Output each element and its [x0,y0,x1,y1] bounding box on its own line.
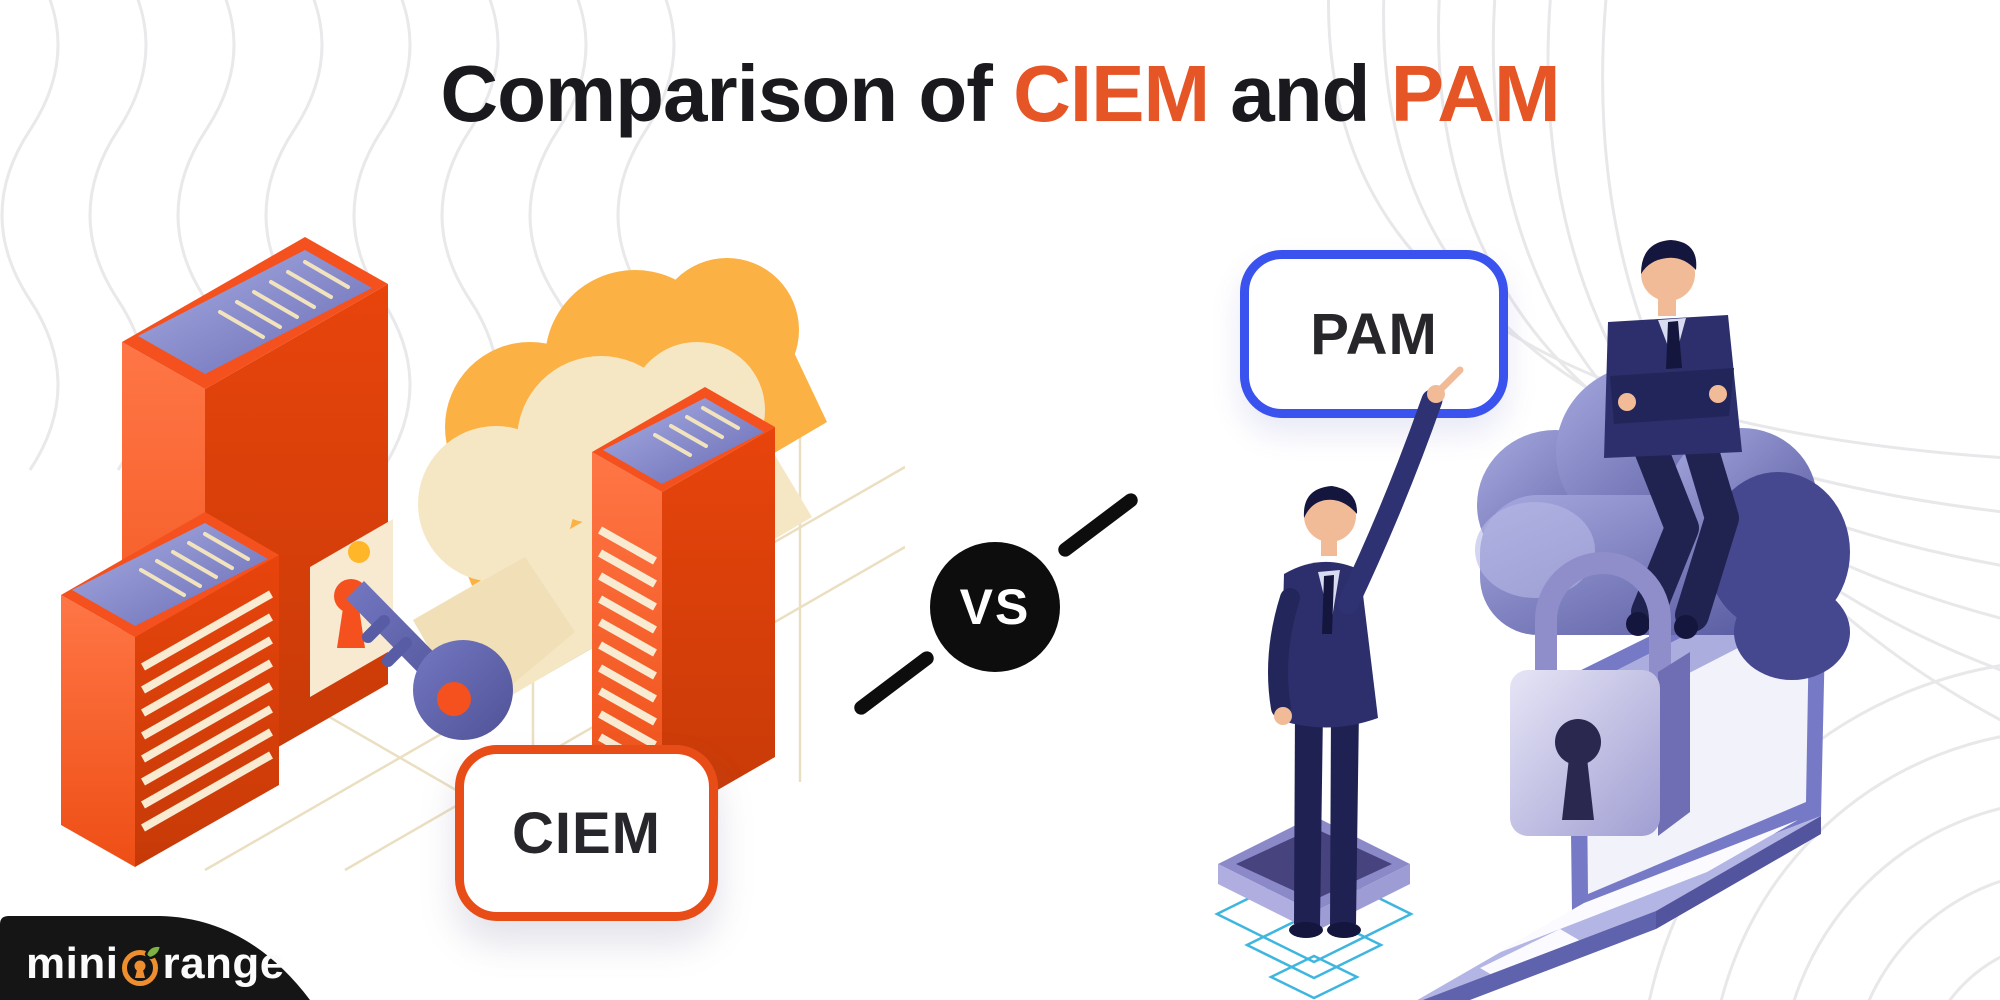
logo-text-range: range [162,939,285,988]
standing-person-icon [1268,366,1464,938]
brand-logo: mini range [0,910,310,1000]
ciem-illustration [61,237,905,872]
leaf-icon [145,945,162,960]
server-tower-right-icon [592,387,775,822]
server-tower-front-icon [61,512,279,867]
logo-wordmark: mini range [26,942,285,986]
title-middle: and [1209,49,1391,138]
vs-badge: VS [930,542,1060,672]
logo-text-mini: mini [26,939,119,988]
laptop-base-icon [1417,816,1821,1000]
keyhole-orange-icon [122,945,162,986]
ciem-badge-label: CIEM [512,800,661,866]
title-prefix: Comparison of [440,49,1014,138]
lock-icon [1510,552,1690,836]
pam-illustration [1214,240,1850,1000]
title-term-ciem: CIEM [1013,49,1210,138]
title-term-pam: PAM [1390,49,1561,138]
ciem-badge: CIEM [455,745,718,921]
pam-badge: PAM [1240,250,1508,418]
wavy-lines-left-icon [0,0,676,471]
vs-label: VS [959,579,1031,635]
page-title: Comparison of CIEM and PAM [0,48,2000,140]
key-icon [346,581,513,740]
pam-badge-label: PAM [1310,301,1438,367]
